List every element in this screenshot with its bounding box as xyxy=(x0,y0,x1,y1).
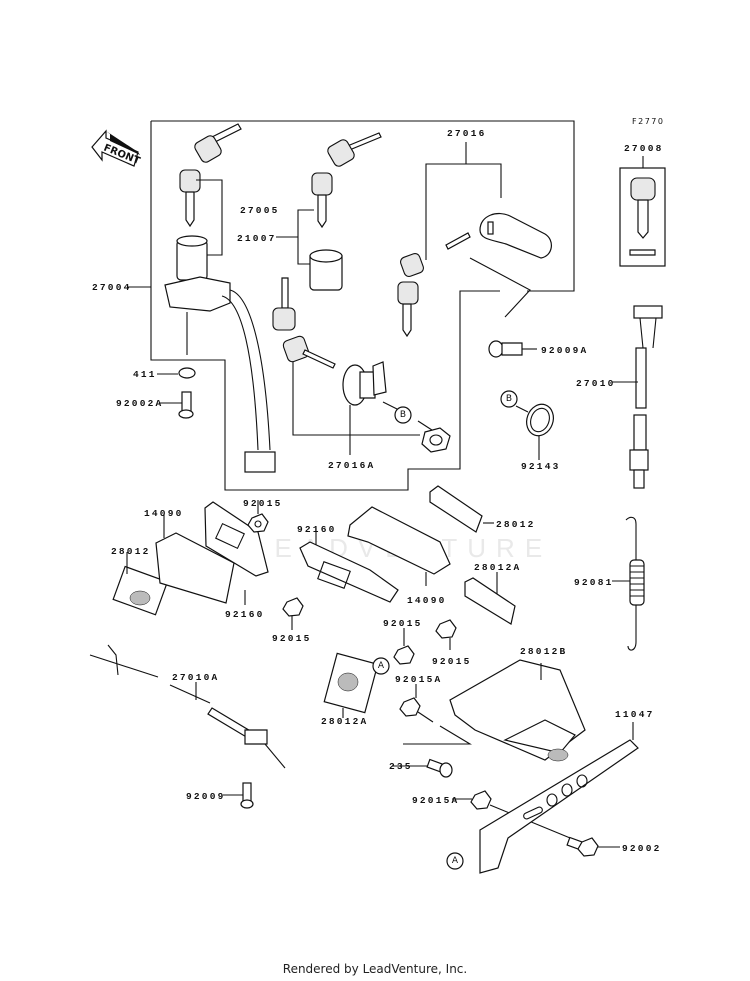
svg-text:B: B xyxy=(400,410,406,420)
switch-27010 xyxy=(612,305,663,489)
bolt-92009A xyxy=(488,340,537,358)
part-label-27016A[interactable]: 27016A xyxy=(328,460,375,471)
washer-411 xyxy=(157,367,196,379)
part-label-92002A[interactable]: 92002A xyxy=(116,398,163,409)
part-label-11047[interactable]: 11047 xyxy=(615,709,655,720)
key-pair-21007 xyxy=(297,132,382,291)
reflector-28012-right xyxy=(429,485,494,533)
part-label-92009[interactable]: 92009 xyxy=(186,791,226,802)
part-label-14090-left[interactable]: 14090 xyxy=(144,508,184,519)
part-label-21007[interactable]: 21007 xyxy=(237,233,277,244)
part-label-92081[interactable]: 92081 xyxy=(574,577,614,588)
stay-11047 xyxy=(479,722,639,874)
bolt-92002 xyxy=(566,836,620,857)
cable-switch-27010A xyxy=(89,644,286,769)
bolt-235 xyxy=(392,758,453,778)
part-label-28012A-low[interactable]: 28012A xyxy=(321,716,368,727)
gasket-92160-left xyxy=(204,501,269,605)
bolt-92009 xyxy=(223,782,254,809)
part-label-92015-mid[interactable]: 92015 xyxy=(272,633,312,644)
part-label-92009A[interactable]: 92009A xyxy=(541,345,588,356)
bracket-14090-left xyxy=(155,515,235,604)
part-label-27010A[interactable]: 27010A xyxy=(172,672,219,683)
key-pair-27005 xyxy=(179,123,242,256)
nut-92015-c1 xyxy=(393,628,415,665)
spring-92081 xyxy=(612,516,645,651)
part-label-92015A-top[interactable]: 92015A xyxy=(395,674,442,685)
lock-cylinder-27016A xyxy=(342,361,451,455)
gasket-92160-mid xyxy=(299,528,399,603)
part-label-27010[interactable]: 27010 xyxy=(576,378,616,389)
ignition-switch-27004 xyxy=(164,235,276,473)
part-label-92015-top[interactable]: 92015 xyxy=(243,498,283,509)
part-label-92015A-low[interactable]: 92015A xyxy=(412,795,459,806)
part-label-27005[interactable]: 27005 xyxy=(240,205,280,216)
part-label-28012B[interactable]: 28012B xyxy=(520,646,567,657)
nut-92015A-low xyxy=(452,790,576,841)
figure-id: F2770 xyxy=(632,117,664,126)
footer-credit: Rendered by LeadVenture, Inc. xyxy=(282,962,468,976)
part-label-27008[interactable]: 27008 xyxy=(624,143,664,154)
reflector-28012A-right xyxy=(464,572,516,625)
part-label-92143[interactable]: 92143 xyxy=(521,461,561,472)
reflector-28012-left xyxy=(112,552,169,616)
part-label-27004[interactable]: 27004 xyxy=(92,282,132,293)
part-label-235[interactable]: 235 xyxy=(389,761,413,772)
part-label-92160-mid[interactable]: 92160 xyxy=(297,524,337,535)
svg-text:B: B xyxy=(506,394,512,404)
part-label-92160-left[interactable]: 92160 xyxy=(225,609,265,620)
part-label-14090-mid[interactable]: 14090 xyxy=(407,595,447,606)
part-label-411[interactable]: 411 xyxy=(133,369,157,380)
svg-text:A: A xyxy=(378,661,385,671)
part-label-92015-c2[interactable]: 92015 xyxy=(432,656,472,667)
bracket-14090-mid xyxy=(347,506,451,586)
o-ring-92143 xyxy=(515,403,554,460)
part-label-28012-left[interactable]: 28012 xyxy=(111,546,151,557)
part-label-28012A-right[interactable]: 28012A xyxy=(474,562,521,573)
ref-marker-b-1: B xyxy=(394,406,412,424)
part-label-92002[interactable]: 92002 xyxy=(622,843,662,854)
svg-text:A: A xyxy=(452,856,459,866)
light-housing-28012B xyxy=(403,659,586,762)
nut-92015-mid xyxy=(282,597,304,630)
seat-lock-27016 xyxy=(397,142,552,338)
key-pair-27016A xyxy=(272,277,420,436)
ignition-group-outline xyxy=(150,120,575,491)
nut-92015A-top xyxy=(399,684,434,723)
reflector-28012A-low xyxy=(323,652,379,718)
nut-92015-top xyxy=(247,500,269,533)
nut-92015-c2 xyxy=(435,619,457,650)
front-arrow-icon: FRONT xyxy=(91,129,142,167)
ref-marker-b-2: B xyxy=(500,390,518,408)
part-label-27016[interactable]: 27016 xyxy=(447,128,487,139)
part-label-92015-c1[interactable]: 92015 xyxy=(383,618,423,629)
ref-marker-a-2: A xyxy=(446,852,464,870)
part-label-28012-right[interactable]: 28012 xyxy=(496,519,536,530)
ref-marker-a-1: A xyxy=(372,657,390,675)
key-blank-card-27008 xyxy=(619,156,666,267)
bolt-92002A xyxy=(160,391,194,419)
